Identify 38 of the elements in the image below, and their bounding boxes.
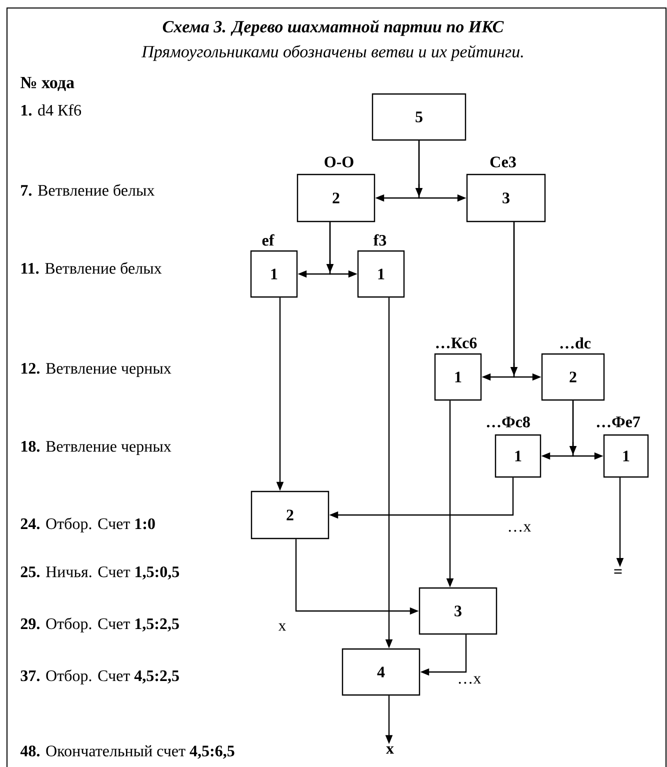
- rating-box: 1: [494, 434, 542, 478]
- row-label: 29. Отбор. Счет 1,5:2,5: [20, 618, 179, 632]
- loss-mark: …x: [508, 524, 532, 532]
- result-mark: =: [614, 569, 622, 574]
- move-label: O-O: [324, 156, 354, 168]
- move-label: …dc: [560, 337, 591, 349]
- row-label: 1. d4 Кf6: [21, 104, 82, 116]
- title: Схема 3. Дерево шахматной партии по ИКС: [162, 20, 504, 36]
- rating-box: 2: [296, 174, 376, 222]
- move-label: …Кс6: [436, 338, 477, 348]
- loss-mark: …x: [458, 676, 482, 684]
- rating-box: 1: [357, 250, 405, 298]
- row-label: 12. Ветвление черных: [21, 363, 172, 377]
- rating-box: 4: [342, 648, 420, 696]
- rating-box: 1: [250, 250, 298, 298]
- result-mark: x: [386, 746, 394, 754]
- move-label: f3: [373, 234, 386, 246]
- rating-box: 1: [603, 434, 649, 478]
- row-label: 7. Ветвление белых: [21, 184, 155, 196]
- row-label: 11. Ветвление белых: [21, 262, 162, 274]
- move-label: ef: [262, 234, 274, 246]
- column-heading: № хода: [20, 76, 74, 92]
- rating-box: 5: [372, 93, 466, 141]
- row-label: 37. Отбор. Счет 4,5:2,5: [20, 670, 179, 684]
- row-label: 48. Окончательный счет 4,5:6,5: [20, 745, 234, 759]
- rating-box: 2: [541, 353, 605, 401]
- rating-box: 1: [434, 353, 482, 401]
- row-label: 24. Отбор. Счет 1:0: [20, 518, 155, 532]
- move-label: Се3: [490, 156, 516, 168]
- row-label: 18. Ветвление черных: [21, 440, 172, 456]
- caption: Прямоугольниками обозначены ветви и их рейтинги.: [141, 45, 523, 61]
- rating-box: 3: [466, 174, 546, 222]
- loss-mark: x: [278, 623, 286, 631]
- rating-box: 3: [418, 587, 498, 635]
- move-label: …Фе7: [596, 416, 640, 428]
- move-label: …Фс8: [486, 416, 530, 428]
- rating-box: 2: [250, 490, 330, 540]
- row-label: 25. Ничья. Счет 1,5:0,5: [20, 566, 180, 580]
